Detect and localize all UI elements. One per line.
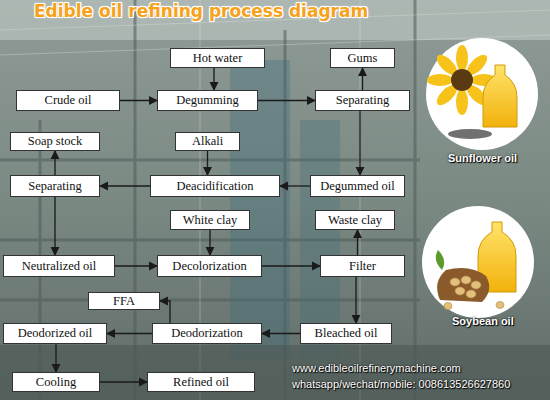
- box-label: Separating: [336, 93, 389, 108]
- flow-arrow: [362, 68, 363, 90]
- process-box: Waste clay: [315, 210, 395, 230]
- process-box: Separating: [10, 175, 100, 197]
- flow-arrow: [209, 230, 210, 255]
- box-label: Deodorized oil: [18, 326, 93, 341]
- flow-arrow: [120, 100, 157, 101]
- flow-arrow: [359, 111, 360, 175]
- contact-text: www.edibleoilrefinerymachine.com: [292, 362, 461, 374]
- process-box: Degummed oil: [310, 175, 405, 197]
- product-label: Soybean oil: [452, 315, 514, 327]
- process-box: Deodorization: [152, 323, 262, 344]
- box-label: Cooling: [36, 375, 76, 390]
- box-label: Gums: [348, 51, 378, 66]
- box-label: Filter: [349, 259, 376, 274]
- flow-arrow: [160, 301, 170, 323]
- box-label: Hot water: [193, 51, 243, 66]
- flow-arrow: [213, 68, 214, 90]
- process-box: Deacidification: [150, 175, 280, 197]
- flow-arrow: [262, 333, 300, 334]
- box-label: Deacidification: [176, 179, 253, 194]
- process-box: Decolorization: [157, 255, 262, 277]
- box-label: Crude oil: [45, 93, 92, 108]
- flow-arrow: [355, 277, 356, 323]
- flow-arrow: [280, 185, 310, 186]
- box-label: Degumming: [176, 93, 239, 108]
- process-box: Refined oil: [147, 372, 255, 392]
- box-label: Degummed oil: [320, 179, 395, 194]
- flow-arrow: [262, 265, 320, 266]
- box-label: White clay: [183, 213, 238, 228]
- flow-arrow: [54, 151, 55, 175]
- box-label: Separating: [28, 179, 81, 194]
- box-label: Decolorization: [172, 259, 246, 274]
- box-label: FFA: [113, 294, 135, 309]
- diagram-title: Edible oil refining process diagram: [34, 1, 368, 21]
- box-label: Deodorization: [171, 326, 243, 341]
- process-box: Cooling: [12, 372, 100, 392]
- flow-arrow: [357, 230, 358, 255]
- process-box: Neutralized oil: [3, 255, 115, 277]
- process-box: Soap stock: [10, 132, 100, 151]
- contact-text: whatsapp/wechat/mobile: 008613526627860: [292, 378, 510, 390]
- process-box: Hot water: [170, 48, 265, 68]
- box-label: Neutralized oil: [22, 259, 97, 274]
- process-box: FFA: [88, 292, 160, 310]
- flow-arrow: [258, 100, 315, 101]
- process-box: Gums: [330, 48, 395, 68]
- box-label: Refined oil: [173, 375, 229, 390]
- process-box: White clay: [170, 210, 250, 230]
- box-label: Waste clay: [328, 213, 382, 228]
- flow-arrow: [55, 344, 56, 372]
- flow-arrow: [107, 333, 152, 334]
- process-box: Deodorized oil: [3, 323, 107, 344]
- flow-arrow: [100, 381, 147, 382]
- process-box: Bleached oil: [300, 323, 392, 344]
- flow-arrow: [115, 265, 157, 266]
- box-label: Bleached oil: [315, 326, 378, 341]
- process-box: Separating: [315, 90, 410, 111]
- process-box: Degumming: [157, 90, 258, 111]
- process-box: Filter: [320, 255, 405, 277]
- box-label: Alkali: [192, 134, 223, 149]
- flow-arrow: [207, 151, 208, 175]
- box-label: Soap stock: [28, 134, 83, 149]
- flow-arrow: [100, 185, 150, 186]
- process-box: Alkali: [175, 132, 240, 151]
- process-box: Crude oil: [16, 90, 120, 111]
- flow-arrow: [54, 197, 55, 255]
- product-label: Sunflower oil: [448, 152, 517, 164]
